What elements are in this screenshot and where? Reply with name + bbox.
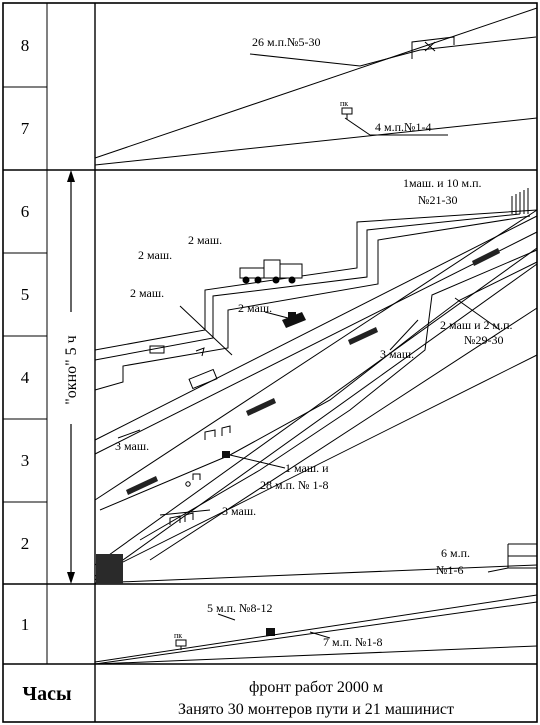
team-label: 2 маш. (188, 233, 222, 247)
hour-label: 7 (21, 119, 30, 138)
team-label: 2 маш. (130, 286, 164, 300)
track-line (94, 209, 538, 501)
arrow-up-icon (67, 170, 75, 182)
machine-bar (126, 476, 158, 495)
machine-bar (246, 398, 276, 416)
hour-label: 5 (21, 285, 30, 304)
track-line (94, 215, 538, 441)
tamper-machine-icon (282, 312, 306, 328)
machine-icon (195, 347, 205, 357)
start-block (96, 554, 123, 584)
track-line (94, 354, 538, 577)
team-label: 2 маш и 2 м.п. (440, 318, 513, 332)
track-line (94, 7, 538, 159)
team-label: №1-6 (436, 563, 463, 577)
team-label: 3 маш. (115, 439, 149, 453)
locomotive-icon (239, 259, 303, 284)
team-label: 26 м.п.№5-30 (252, 35, 320, 49)
team-label: №21-30 (418, 193, 457, 207)
arrow-down-icon (67, 572, 75, 584)
team-label: 4 м.п.№1-4 (375, 120, 431, 134)
hour-labels: 8 7 6 5 4 3 2 1 (21, 36, 30, 634)
small-machine-icon (222, 451, 230, 458)
machine-bar (472, 248, 500, 266)
team-label: 2 маш. (238, 301, 272, 315)
team-label: 28 м.п. № 1-8 (260, 478, 328, 492)
staff-count-text: Занято 30 монтеров пути и 21 машинист (178, 701, 454, 718)
team-label: 6 м.п. (441, 546, 470, 560)
small-machine-icon (266, 628, 275, 636)
leader-line (309, 631, 331, 639)
hours-axis-label: Часы (22, 683, 72, 705)
stepped-contour (94, 209, 538, 351)
leader-line (344, 117, 371, 136)
finishing-band (94, 594, 538, 665)
window-duration-arrow: "окно" 5 ч (58, 170, 84, 584)
track-line (94, 564, 538, 584)
hour-label: 8 (21, 36, 30, 55)
hour-label: 6 (21, 202, 30, 221)
hour-label: 2 (21, 534, 30, 553)
team-label: 3 маш. (222, 504, 256, 518)
pk-label: пк (340, 99, 348, 108)
team-label: 7 м.п. №1-8 (323, 635, 382, 649)
leader-line (217, 613, 236, 621)
pk-marker-icon (341, 107, 353, 115)
track-line (94, 231, 538, 455)
track-line (94, 263, 538, 581)
pk-label: пк (174, 631, 182, 640)
stepped-contour (94, 213, 521, 361)
preparatory-band (94, 7, 538, 166)
track-line (94, 117, 538, 166)
track-line (94, 601, 538, 665)
machine-bars (126, 248, 500, 495)
track-line (149, 307, 538, 561)
hour-label: 3 (21, 451, 30, 470)
hour-label: 4 (21, 368, 30, 387)
team-label: 5 м.п. №8-12 (207, 601, 272, 615)
window-band (94, 188, 538, 584)
track-line (359, 36, 537, 67)
team-label: 1маш. и 10 м.п. (403, 176, 482, 190)
machine-icon (204, 429, 216, 440)
pk-marker-icon (175, 639, 187, 647)
trolley-icon (411, 36, 455, 59)
track-line (94, 645, 538, 665)
track-line (94, 594, 538, 663)
rail-machines (222, 259, 306, 636)
machine-bar (348, 327, 378, 345)
machine-icon (169, 515, 181, 525)
machine-icon (188, 368, 218, 390)
hour-label: 1 (21, 615, 30, 634)
team-label: №29-30 (464, 333, 503, 347)
stepped-contour (99, 261, 538, 511)
team-label: 1 маш. и (285, 461, 329, 475)
machine-icon (185, 481, 191, 487)
team-label: 2 маш. (138, 248, 172, 262)
stepped-contour (94, 215, 531, 391)
team-label: 3 маш. (380, 347, 414, 361)
leader-line (249, 53, 361, 67)
work-front-text: фронт работ 2000 м (249, 679, 383, 696)
stepped-contour (139, 249, 538, 541)
window-label: "окно" 5 ч (63, 335, 80, 404)
machine-icon (149, 345, 165, 354)
track-line (94, 247, 538, 566)
